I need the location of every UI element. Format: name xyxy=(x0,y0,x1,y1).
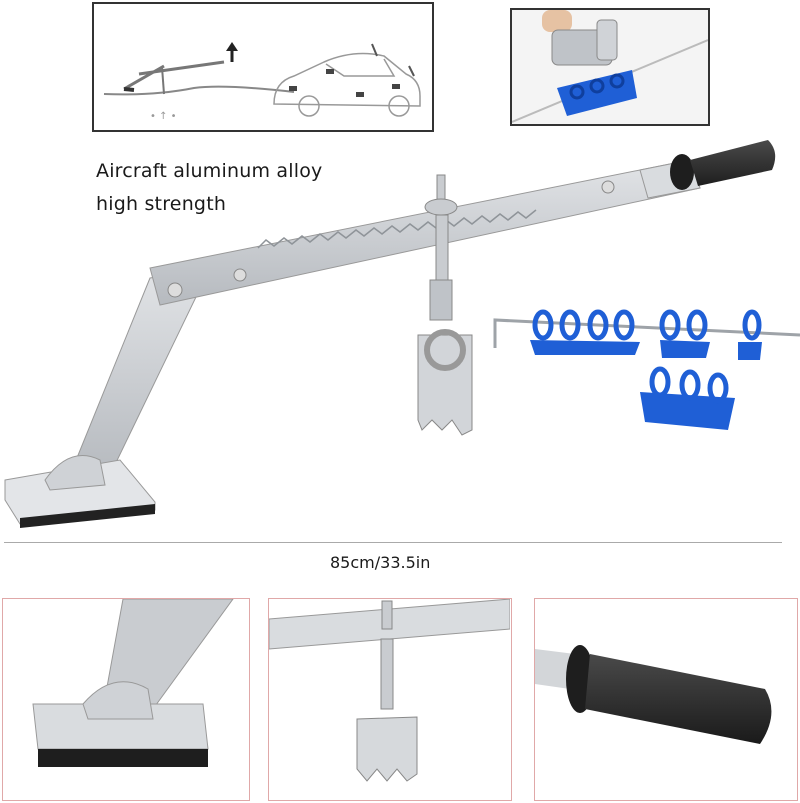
dimension-arrow-line xyxy=(4,542,782,543)
glue-tabs-set xyxy=(493,309,800,430)
feature-line-2: high strength xyxy=(96,193,227,215)
handle-grip-detail xyxy=(534,598,798,801)
toothed-beam xyxy=(149,159,701,306)
tabs-in-use-illustration xyxy=(512,10,708,123)
usage-diagram: • ↑ • xyxy=(103,42,421,122)
hook-assembly xyxy=(417,174,473,436)
base-pad-detail xyxy=(2,598,250,801)
handle xyxy=(639,140,776,199)
dimension-label: 85cm/33.5in xyxy=(330,553,431,572)
svg-text:• ↑ •: • ↑ • xyxy=(150,111,177,122)
feature-line-1: Aircraft aluminum alloy xyxy=(96,160,323,182)
hook-assembly-detail xyxy=(268,598,512,801)
usage-diagram-panel: • ↑ • xyxy=(92,2,434,132)
base-pad xyxy=(4,455,156,528)
tabs-in-use-photo xyxy=(510,8,710,126)
dent-lifter-product xyxy=(4,140,800,528)
